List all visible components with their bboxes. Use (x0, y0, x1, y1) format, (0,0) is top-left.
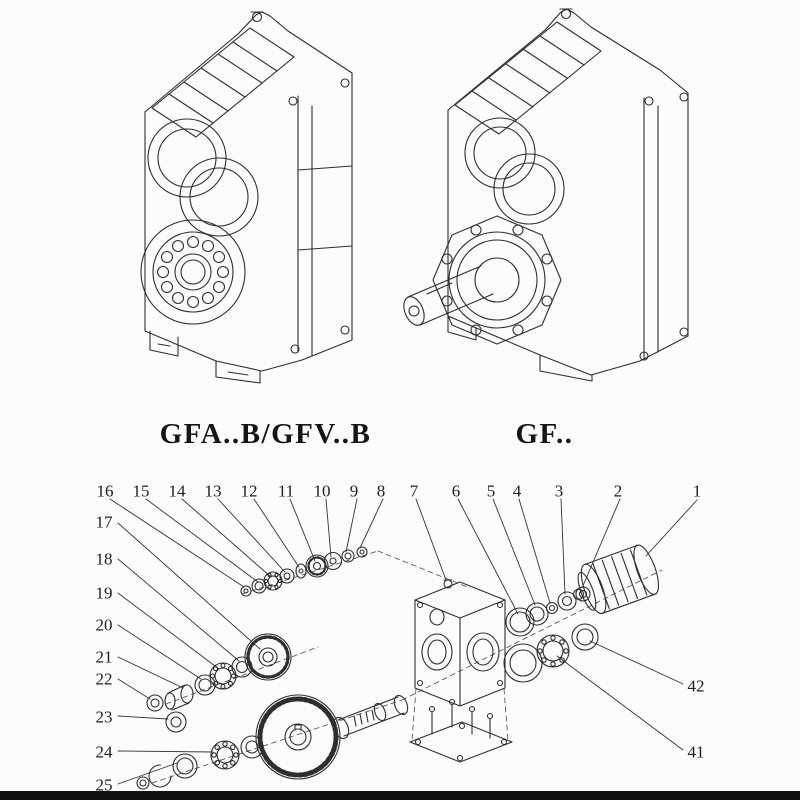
part-number-23: 23 (95, 707, 113, 727)
part-number-11: 11 (277, 481, 295, 501)
part-number-41: 41 (687, 742, 705, 762)
part-number-13: 13 (204, 481, 222, 501)
part-number-2: 2 (613, 481, 623, 501)
part-motor-adapter (572, 544, 660, 615)
part-output-stage (136, 694, 409, 790)
drawing-gfab (140, 11, 353, 384)
part-housing (414, 579, 506, 707)
part-output-rings (503, 623, 599, 683)
part-number-7: 7 (409, 481, 419, 501)
breather-plug-icon (560, 8, 572, 20)
part-number-8: 8 (376, 481, 386, 501)
model-caption-gf: GF.. (515, 418, 574, 450)
part-number-16: 16 (96, 481, 114, 501)
part-number-10: 10 (313, 481, 331, 501)
drawing-gf (403, 8, 689, 382)
part-number-19: 19 (95, 583, 113, 603)
part-input-rings (505, 586, 591, 637)
snap-ring-icon (148, 764, 172, 788)
part-second-stage (146, 633, 292, 733)
part-number-17: 17 (95, 512, 113, 532)
exploded-view (109, 498, 698, 790)
part-gasket (409, 698, 513, 763)
part-number-25: 25 (95, 775, 113, 795)
part-number-3: 3 (554, 481, 564, 501)
part-number-24: 24 (95, 742, 113, 762)
part-number-20: 20 (95, 615, 113, 635)
leader-lines (109, 498, 698, 785)
part-number-18: 18 (95, 549, 113, 569)
part-number-42: 42 (687, 676, 705, 696)
part-number-22: 22 (95, 669, 113, 689)
part-number-6: 6 (451, 481, 461, 501)
model-caption-gfab: GFA..B/GFV..B (159, 418, 372, 450)
part-number-4: 4 (512, 481, 522, 501)
part-number-14: 14 (168, 481, 186, 501)
part-number-15: 15 (132, 481, 150, 501)
part-number-5: 5 (486, 481, 496, 501)
part-first-stage (240, 546, 368, 597)
part-number-1: 1 (692, 481, 702, 501)
page-edge (0, 791, 800, 800)
part-number-9: 9 (349, 481, 359, 501)
part-number-12: 12 (240, 481, 258, 501)
part-number-21: 21 (95, 647, 113, 667)
